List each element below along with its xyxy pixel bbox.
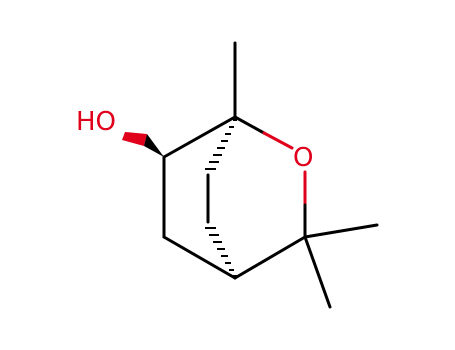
wedge-bond-oh-red bbox=[122, 132, 147, 146]
wedge-bond-oh-black bbox=[144, 134, 164, 157]
hashed-bond-c1-bridge bbox=[205, 119, 237, 170]
bond-c3-c4 bbox=[162, 235, 237, 280]
hashed-bond-c4-bridge bbox=[205, 227, 237, 277]
ring-oxygen-label: O bbox=[293, 143, 313, 173]
bond-c4-c5 bbox=[233, 235, 307, 280]
bond-c5-methyl-a bbox=[303, 223, 379, 239]
bond-c1-c2 bbox=[162, 115, 237, 159]
hydroxyl-label: HO bbox=[76, 107, 116, 137]
bond-c5-methyl-b bbox=[303, 235, 332, 309]
bond-c1-o-black bbox=[233, 115, 266, 135]
bond-c1-o-red bbox=[262, 131, 294, 150]
skeletal-bonds bbox=[162, 41, 379, 309]
